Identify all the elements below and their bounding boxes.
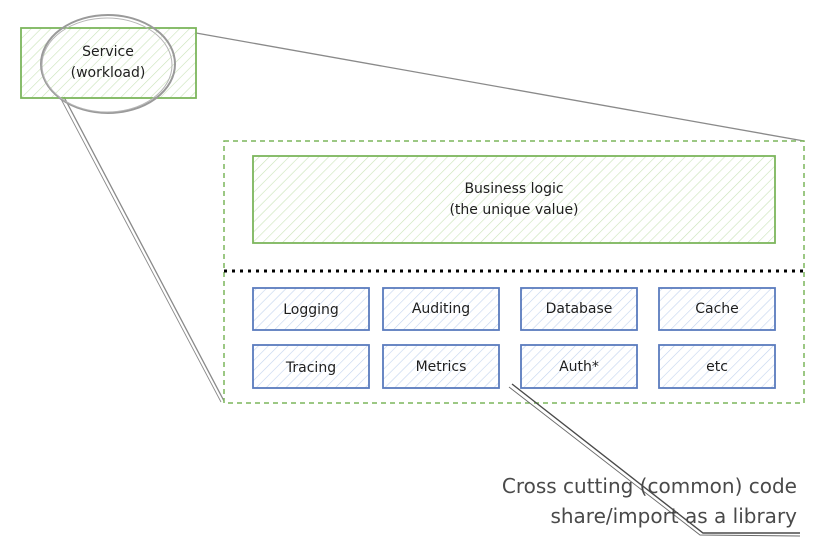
annotation-line1: Cross cutting (common) code	[502, 474, 797, 498]
module-cache: Cache	[658, 287, 776, 331]
module-label: Auditing	[412, 301, 470, 317]
module-etc: etc	[658, 344, 776, 389]
module-tracing: Tracing	[252, 344, 370, 389]
module-auth: Auth*	[520, 344, 638, 389]
zoom-line-top	[195, 32, 805, 142]
business-logic-label-line2: (the unique value)	[449, 202, 578, 218]
annotation-line2: share/import as a library	[550, 504, 797, 528]
annotation-pointer	[511, 383, 800, 534]
module-logging: Logging	[252, 287, 370, 331]
module-auditing: Auditing	[382, 287, 500, 331]
service-label-line2: (workload)	[71, 65, 146, 81]
module-label: Database	[546, 301, 613, 317]
module-label: Tracing	[285, 360, 336, 376]
zoom-line-bottom-shadow	[60, 98, 222, 403]
module-label: Cache	[695, 301, 739, 317]
zoom-line-bottom	[63, 96, 225, 402]
business-logic-label-line1: Business logic	[464, 181, 563, 197]
module-label: etc	[706, 359, 728, 375]
service-box: Service (workload)	[20, 27, 197, 99]
service-label-line1: Service	[82, 44, 134, 60]
module-label: Metrics	[416, 359, 467, 375]
module-label: Logging	[283, 302, 339, 318]
annotation-pointer-shadow	[508, 386, 801, 537]
module-metrics: Metrics	[382, 344, 500, 389]
module-label: Auth*	[559, 359, 599, 375]
business-logic-box: Business logic (the unique value)	[252, 155, 776, 244]
module-database: Database	[520, 287, 638, 331]
zoom-circle-shadow	[41, 17, 173, 113]
zoom-circle	[40, 14, 176, 114]
